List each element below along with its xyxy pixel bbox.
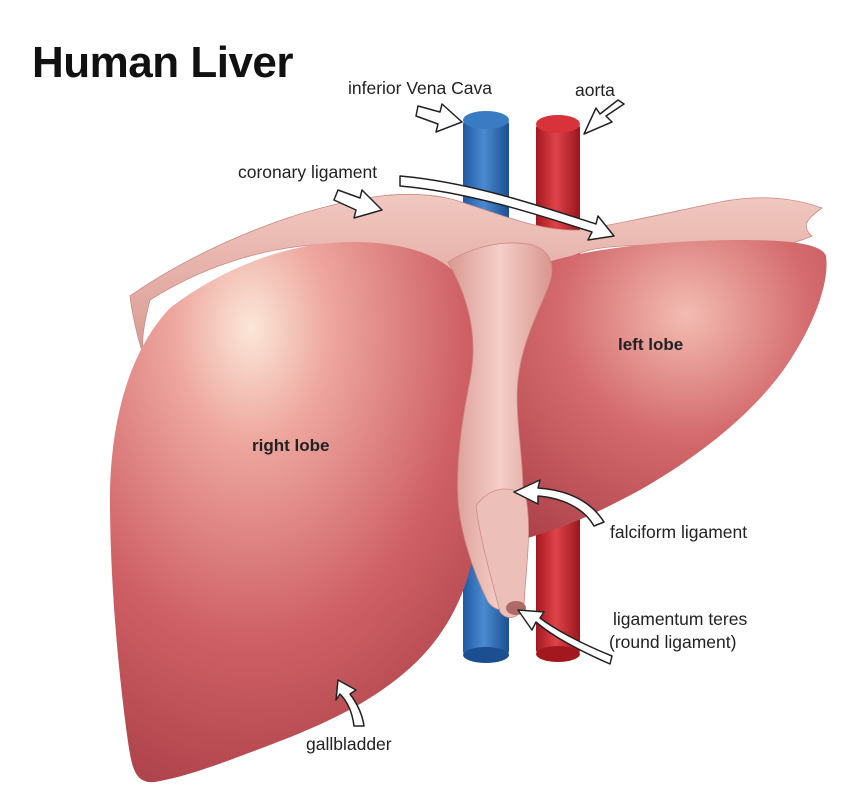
ligamentum-teres-arrow xyxy=(517,609,613,665)
label-right-lobe: right lobe xyxy=(252,436,330,455)
label-coronary-ligament: coronary ligament xyxy=(238,162,378,182)
label-aorta: aorta xyxy=(575,80,615,100)
label-ligamentum-teres: ligamentum teres xyxy=(613,609,748,629)
falciform-ligament-arrow xyxy=(513,479,605,527)
left-lobe-shape xyxy=(515,240,827,540)
vena-cava-arrow xyxy=(415,103,463,133)
label-gallbladder: gallbladder xyxy=(306,734,392,754)
gallbladder-arrow xyxy=(335,679,365,727)
coronary-ligament-arrow-left xyxy=(333,189,383,219)
page-title: Human Liver xyxy=(32,38,294,87)
label-inferior-vena-cava: inferior Vena Cava xyxy=(348,78,492,98)
aorta-arrow xyxy=(583,99,625,135)
coronary-ligament-arrow-right xyxy=(399,175,615,241)
label-round-ligament: (round ligament) xyxy=(609,632,737,652)
label-falciform-ligament: falciform ligament xyxy=(610,522,748,542)
label-left-lobe: left lobe xyxy=(618,335,684,354)
right-lobe-shape xyxy=(110,241,482,783)
